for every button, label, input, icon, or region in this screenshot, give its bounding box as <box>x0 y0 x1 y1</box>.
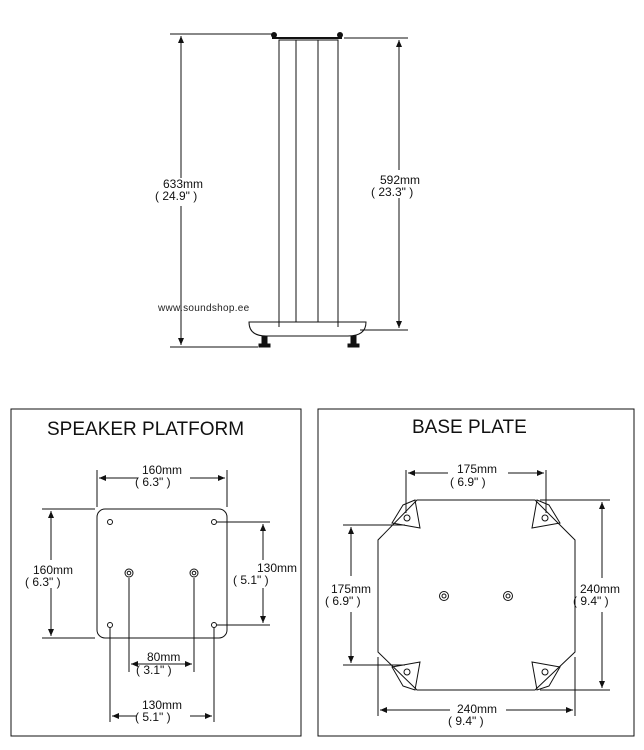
base-plate-title: BASE PLATE <box>412 417 527 438</box>
column-height-mm: 592mm <box>380 173 420 187</box>
platform-height-mm: 160mm <box>33 563 73 577</box>
platform-width-in: ( 6.3" ) <box>135 475 171 489</box>
base-outer-height-in: ( 9.4" ) <box>573 594 609 608</box>
base-inner-width-mm: 175mm <box>457 462 497 476</box>
base-outer-width-mm: 240mm <box>457 702 497 716</box>
hole-horizontal-dimension <box>109 628 215 722</box>
platform-height-dimension <box>42 508 95 639</box>
base-inner-height-in: ( 6.9" ) <box>325 594 361 608</box>
base-inner-height-mm: 175mm <box>331 582 371 596</box>
column-height-in: ( 23.3" ) <box>371 185 413 199</box>
column-height-dimension <box>344 37 408 331</box>
base-plate-panel <box>317 408 635 737</box>
hole-horizontal-in: ( 5.1" ) <box>135 710 171 724</box>
spike-spacing-mm: 80mm <box>147 650 180 664</box>
platform-height-in: ( 6.3" ) <box>25 575 61 589</box>
platform-width-dimension <box>96 470 228 507</box>
watermark: www.soundshop.ee <box>157 303 250 314</box>
base-outer-width-dimension <box>377 657 576 716</box>
speaker-platform-panel <box>10 408 302 737</box>
hole-vertical-dimension <box>217 521 270 626</box>
base-outer-width-in: ( 9.4" ) <box>448 714 484 728</box>
total-height-mm: 633mm <box>163 177 203 191</box>
spike-spacing-dimension <box>128 578 195 672</box>
spike-spacing-in: ( 3.1" ) <box>136 663 172 677</box>
base-inner-width-dimension <box>405 470 547 513</box>
speaker-platform-plate <box>96 508 228 639</box>
base-plate-shape <box>377 499 576 691</box>
platform-width-mm: 160mm <box>142 463 182 477</box>
base-inner-height-dimension <box>343 524 405 666</box>
total-height-dimension <box>170 33 272 348</box>
hole-vertical-mm: 130mm <box>257 561 297 575</box>
hole-vertical-in: ( 5.1" ) <box>233 573 269 587</box>
speaker-platform-title: SPEAKER PLATFORM <box>47 419 244 440</box>
hole-horizontal-mm: 130mm <box>142 698 182 712</box>
stand-side-view <box>248 32 367 348</box>
total-height-in: ( 24.9" ) <box>155 189 197 203</box>
base-inner-width-in: ( 6.9" ) <box>450 475 486 489</box>
base-outer-height-mm: 240mm <box>580 582 620 596</box>
